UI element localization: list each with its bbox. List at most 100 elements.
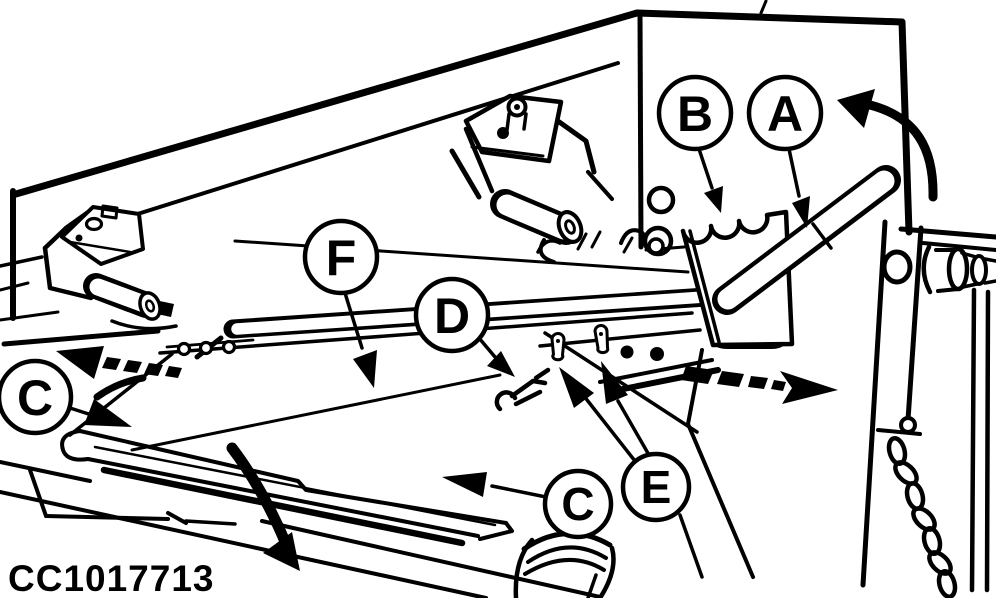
boot-collar-mid [526, 545, 608, 564]
clip-tip [533, 367, 551, 381]
dash [102, 357, 121, 370]
callout-c-bottom-circle [542, 468, 614, 540]
latch-left-plate-line [68, 240, 132, 254]
callout-c-bottom: C [442, 468, 614, 540]
right-frame [860, 219, 996, 598]
callout-f-circle [302, 218, 380, 296]
latch-mid-roller-hole [564, 219, 576, 235]
callout-c-bottom-arrowhead [442, 472, 487, 497]
slide-left-arrow-head [56, 346, 104, 379]
latch-mid-screw-stem [505, 112, 528, 132]
callout-c-left: C [0, 358, 132, 436]
hairpin-clip [494, 367, 551, 412]
direction-arrows [56, 89, 938, 571]
panel-top-tick [759, 0, 768, 15]
retaining-pin-1 [550, 332, 566, 362]
callout-d-arrowhead [487, 351, 515, 377]
latch-mid-handle-1 [449, 148, 482, 200]
latch-left-roller-hole [144, 299, 156, 313]
callout-c-bottom-leader [490, 484, 548, 499]
hinge-curl-2 [198, 340, 214, 356]
bolt-head [970, 254, 988, 286]
pin-1-dot [556, 339, 560, 343]
dash [771, 380, 786, 391]
post-foot-bar [876, 428, 922, 436]
boot-right-edge [597, 545, 616, 598]
callout-c-left-arrowhead [84, 399, 132, 427]
callout-c-left-circle [0, 358, 74, 436]
callout-a-leader [787, 147, 801, 198]
dash [717, 371, 744, 387]
adjust-quadrant-and-lever [680, 165, 901, 349]
post-left-edge [860, 219, 888, 588]
chain-pin [899, 416, 917, 434]
rotate-arrow-head [837, 89, 875, 128]
lip-strip-bottom [86, 457, 480, 538]
callout-c-left-label: C [17, 370, 53, 426]
fold-down-arrow-head [263, 532, 300, 571]
boot-inner-line [586, 573, 598, 598]
callout-d-leader [477, 336, 497, 359]
latch-left-under-curve [110, 319, 178, 331]
dash [165, 366, 182, 378]
right-vertical-1 [969, 287, 977, 593]
top-bar-2 [921, 241, 996, 252]
callout-b-circle [656, 74, 734, 152]
hinge-loop-right [647, 237, 665, 255]
bolt-lines [960, 251, 979, 289]
rotate-lever-arrow [837, 89, 938, 202]
lower-frame-lines [0, 348, 755, 598]
flange-bottom-line-1 [598, 358, 714, 384]
flange-hole-2 [650, 347, 664, 361]
fold-down-arrow [226, 442, 300, 571]
hinge-curl-3 [221, 339, 237, 355]
latch-left-roller-end [138, 291, 162, 321]
hinge-curl-1 [176, 341, 192, 357]
latch-left-tab [100, 204, 119, 220]
flange-hole-1 [620, 345, 634, 359]
slide-right-dashed-arrow [681, 366, 838, 404]
clevis-arc [921, 244, 933, 295]
panel-top-edge [12, 9, 641, 198]
figure-code: CC1017713 [8, 558, 214, 598]
fill-board-edge [1, 328, 161, 347]
callout-d-circle [413, 276, 491, 354]
callout-a-arrowhead [792, 196, 810, 228]
dash [681, 366, 714, 384]
bolt-end-lines [983, 257, 996, 285]
latch-mid-roller-end [556, 210, 584, 244]
latch-left-hole [84, 216, 104, 232]
callout-e-arrowhead-1 [559, 367, 594, 408]
frame-line-3 [44, 514, 170, 521]
callout-a-label: A [767, 86, 803, 142]
panel-hole-upper [646, 185, 676, 215]
lid-surface-crease [130, 373, 502, 452]
quadrant-inner-line [688, 229, 721, 344]
frame-diagonal-right-2 [678, 513, 704, 579]
frame-line-2 [28, 468, 48, 518]
callout-e-arrowhead-2 [601, 361, 628, 404]
frame-diagonal-2 [260, 519, 602, 598]
body-line-2 [0, 281, 30, 292]
chain-link [936, 569, 958, 598]
latch-left [42, 204, 178, 331]
callout-d: D [413, 276, 515, 377]
callout-e-label: E [641, 461, 672, 513]
callout-f-leader [343, 291, 364, 350]
latch-mid-screw-dot [514, 104, 520, 110]
callout-d-label: D [434, 288, 470, 344]
post-hole [881, 249, 913, 285]
lip-strip-end [478, 521, 514, 541]
lip-strip-inner [93, 445, 497, 527]
safety-chain [886, 436, 958, 598]
latch-left-handle-bottom [42, 245, 94, 301]
callout-a-circle [746, 74, 824, 152]
post-right-edge [905, 225, 924, 423]
clip-prong-1 [509, 378, 548, 399]
lip-strip-shadow [100, 466, 466, 547]
latch-left-roller-inner [89, 278, 153, 313]
lid-right-edge [543, 331, 699, 434]
lever-grip-joint [811, 222, 833, 250]
panel-inner-line [126, 61, 620, 219]
